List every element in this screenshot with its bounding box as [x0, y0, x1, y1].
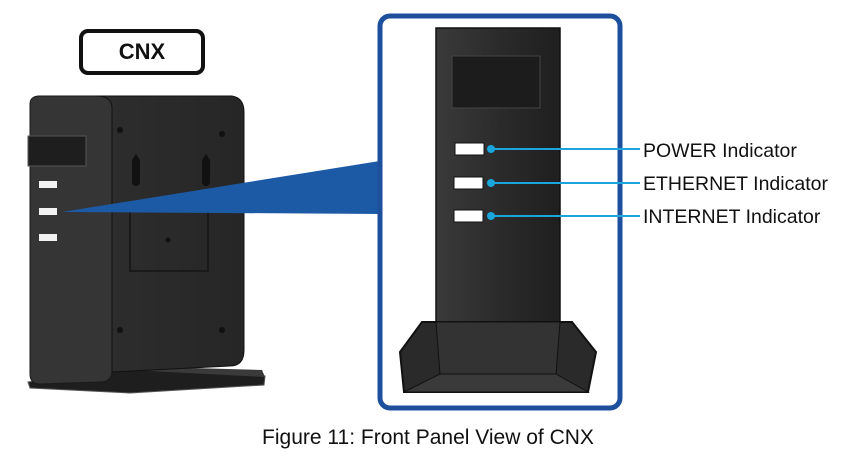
keyhole-slot: [202, 154, 210, 186]
led-internet: [453, 209, 484, 223]
callout-dot-power: [487, 145, 495, 153]
device-led-internet: [39, 234, 57, 241]
keyhole-slot: [132, 154, 140, 186]
internet-indicator-label: INTERNET Indicator: [643, 206, 821, 228]
cnx-front-panel-closeup: [398, 27, 598, 393]
front-display-window: [451, 55, 541, 109]
tower-stand-front: [435, 321, 561, 375]
screw-hole: [219, 131, 225, 137]
screw-hole: [117, 127, 123, 133]
led-power: [454, 142, 485, 156]
device-name-label: CNX: [79, 29, 205, 75]
screw-hole: [117, 327, 123, 333]
ethernet-indicator-label: ETHERNET Indicator: [643, 173, 828, 195]
led-ethernet: [453, 176, 484, 190]
indicator-callouts: [487, 145, 640, 220]
cnx-device-illustration: [27, 95, 266, 394]
tower-stand-base: [403, 373, 590, 393]
device-led-power: [39, 181, 57, 188]
power-indicator-label: POWER Indicator: [643, 140, 797, 162]
callout-dot-internet: [487, 212, 495, 220]
screw-hole: [219, 327, 225, 333]
reset-hole: [165, 237, 171, 243]
zoom-beam: [62, 160, 386, 214]
figure-caption: Figure 11: Front Panel View of CNX: [262, 426, 594, 449]
device-side-display: [27, 135, 87, 167]
device-led-ethernet: [39, 208, 57, 215]
callout-dot-ethernet: [487, 179, 495, 187]
